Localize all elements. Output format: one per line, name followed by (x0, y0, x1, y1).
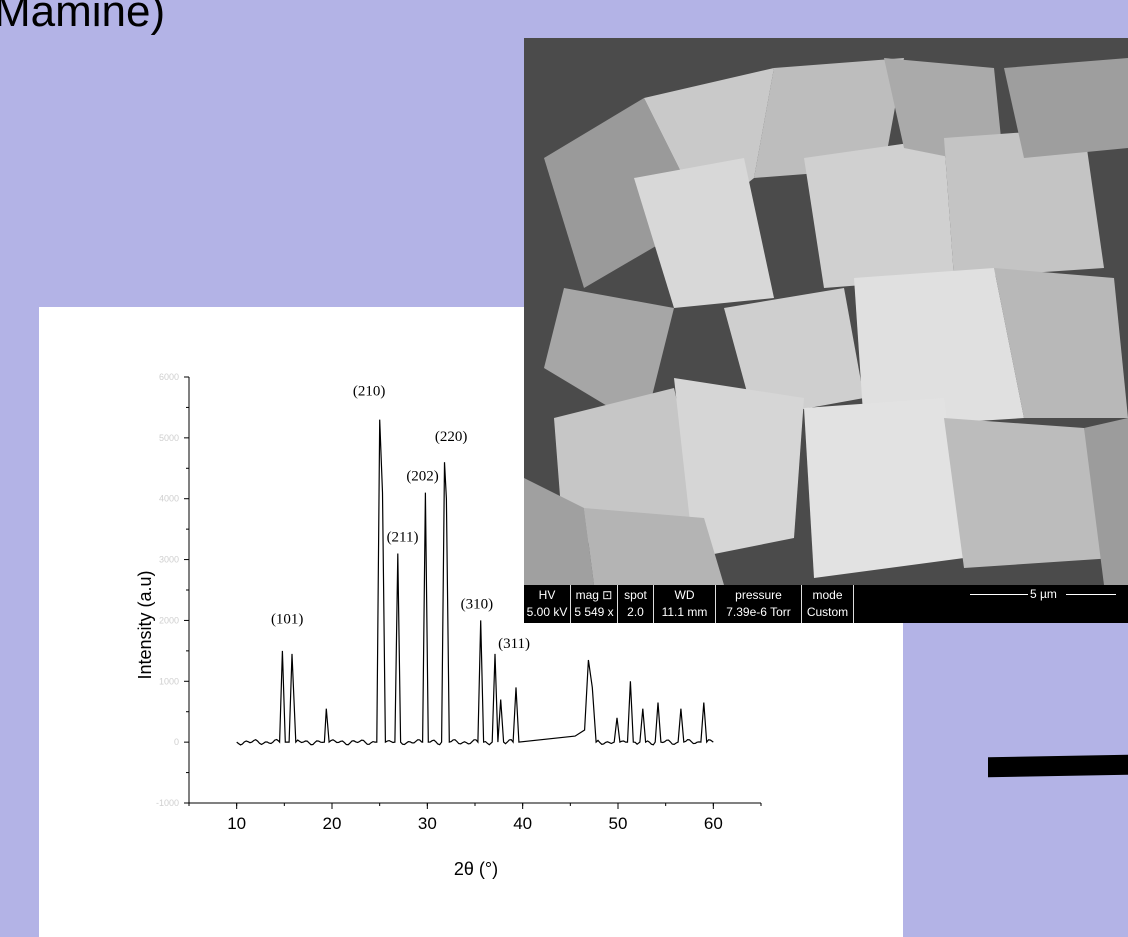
y-tick-label: 1000 (159, 676, 179, 686)
sem-info-value: 5.00 kV (526, 605, 568, 619)
sem-info-pressure: pressure 7.39e-6 Torr (716, 585, 802, 623)
sem-info-value: Custom (806, 605, 849, 619)
xrd-chart: -1000 0 1000 2000 3000 4000 5000 6000 10 20 30 40 5… (135, 372, 762, 879)
sem-info-value: 7.39e-6 Torr (726, 605, 791, 619)
sem-micrograph-panel: HV 5.00 kV mag ⊡ 5 549 x spot 2.0 WD 11.… (524, 38, 1128, 623)
sem-info-label: pressure (735, 588, 782, 602)
x-ticks: 10 20 30 40 50 60 (188, 803, 762, 833)
y-tick-label: 3000 (159, 555, 179, 565)
scalebar-line-left (970, 594, 1028, 595)
x-axis-label: 2θ (°) (454, 859, 498, 879)
peak-label: (310) (461, 596, 494, 612)
y-tick-label: 0 (174, 737, 179, 747)
sem-info-bar: HV 5.00 kV mag ⊡ 5 549 x spot 2.0 WD 11.… (524, 585, 1128, 623)
sem-info-label: spot (624, 588, 647, 602)
x-tick-label: 10 (227, 814, 246, 833)
sem-info-wd: WD 11.1 mm (654, 585, 716, 623)
sem-micrograph-image (524, 38, 1128, 585)
xrd-series-line (236, 419, 714, 746)
peak-label: (311) (498, 636, 530, 652)
peak-label: (101) (271, 611, 304, 627)
x-tick-label: 30 (418, 814, 437, 833)
sem-info-hv: HV 5.00 kV (524, 585, 571, 623)
x-tick-label: 60 (704, 814, 723, 833)
sem-info-value: 5 549 x (574, 605, 614, 619)
sem-scalebar: 5 µm (932, 585, 1128, 623)
scalebar-line-right (1066, 594, 1116, 595)
y-axis-label: Intensity (a.u) (135, 570, 155, 679)
peak-label: (220) (435, 429, 468, 445)
peak-annotations: (101) (210) (211) (202) (220) (310) (311) (271, 383, 530, 652)
sem-info-mode: mode Custom (802, 585, 854, 623)
slide-title: Mamine) (0, 0, 166, 36)
y-ticks: -1000 0 1000 2000 3000 4000 5000 6000 (156, 372, 189, 808)
sem-info-label: HV (538, 588, 556, 602)
peak-label: (211) (387, 529, 419, 545)
peak-label: (202) (406, 468, 439, 484)
scalebar-label: 5 µm (1030, 587, 1057, 601)
sem-info-label: WD (674, 588, 695, 602)
y-tick-label: 4000 (159, 494, 179, 504)
y-tick-label: 6000 (159, 372, 179, 382)
chart-series (236, 419, 714, 746)
sem-info-value: 11.1 mm (661, 605, 708, 619)
y-tick-label: 5000 (159, 433, 179, 443)
sem-info-value: 2.0 (627, 605, 644, 619)
x-tick-label: 50 (609, 814, 628, 833)
x-tick-label: 40 (513, 814, 532, 833)
arrow-shape (988, 754, 1128, 778)
peak-label: (210) (353, 383, 386, 399)
y-tick-label: -1000 (156, 798, 179, 808)
sem-info-spot: spot 2.0 (618, 585, 654, 623)
sem-info-label: mode (812, 588, 843, 602)
sem-info-label: mag ⊡ (575, 588, 613, 602)
sem-info-mag: mag ⊡ 5 549 x (571, 585, 618, 623)
x-tick-label: 20 (323, 814, 342, 833)
y-tick-label: 2000 (159, 615, 179, 625)
